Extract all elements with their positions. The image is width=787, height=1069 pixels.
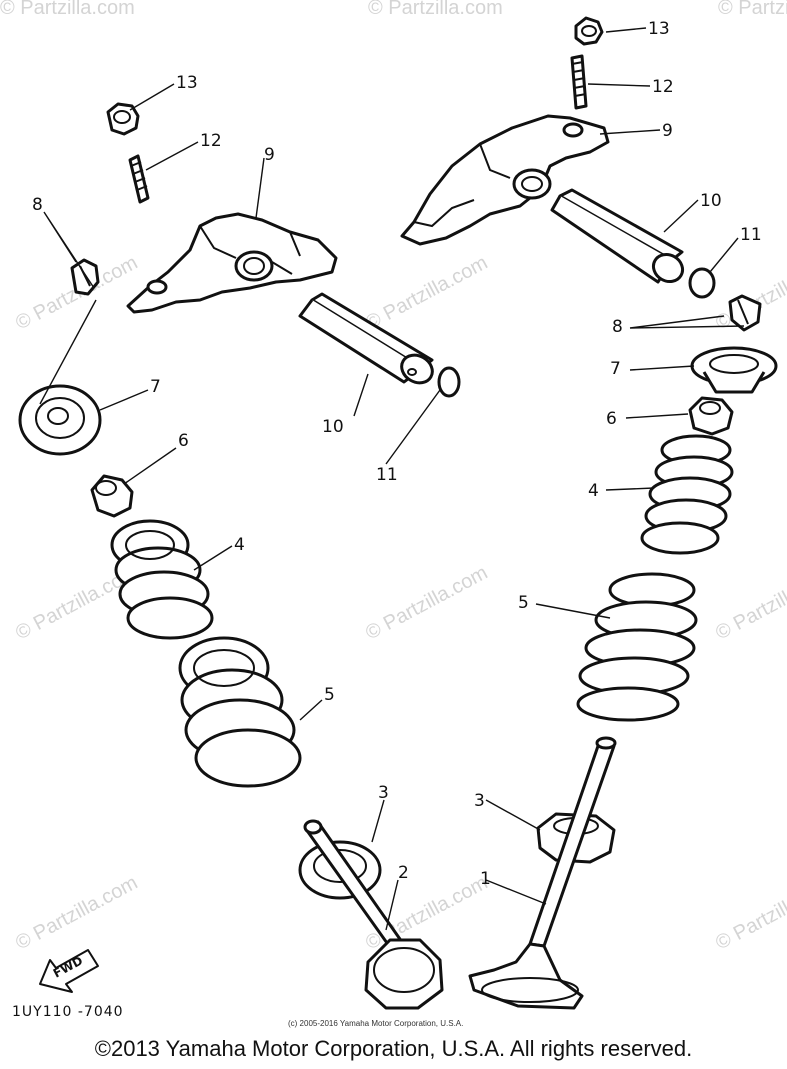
- callout-3-left: 3: [378, 783, 389, 803]
- callout-9-left: 9: [264, 145, 275, 165]
- watermark: © Partzilla.com: [362, 562, 491, 645]
- callout-6-left: 6: [178, 431, 189, 451]
- callout-6-right: 6: [606, 409, 617, 429]
- callout-5-right: 5: [518, 593, 529, 613]
- copyright-notice: ©2013 Yamaha Motor Corporation, U.S.A. A…: [94, 1036, 693, 1061]
- adjuster-screw-12-left[interactable]: [128, 154, 150, 204]
- watermark: © Partzilla.com: [0, 0, 135, 19]
- callout-11-right: 11: [740, 225, 762, 245]
- callout-9-right: 9: [662, 121, 673, 141]
- leader-lines: [39, 27, 745, 931]
- valve-stem-seal-6-left[interactable]: [90, 474, 134, 518]
- callout-4-left: 4: [234, 535, 245, 555]
- small-copyright: (c) 2005-2016 Yamaha Motor Corporation, …: [288, 1019, 463, 1028]
- intake-valve-2[interactable]: [303, 819, 444, 1010]
- callout-7-right: 7: [610, 359, 621, 379]
- watermark: © Partzilla.com: [718, 0, 787, 19]
- exhaust-valve-1[interactable]: [468, 736, 617, 1010]
- valve-cotter-8-left[interactable]: [70, 258, 100, 296]
- valve-spring-inner-4-left[interactable]: [110, 519, 214, 640]
- valve-cotter-8-right[interactable]: [728, 294, 762, 332]
- spring-retainer-7-left[interactable]: [18, 384, 102, 456]
- callout-13-left: 13: [176, 73, 198, 93]
- diagram-code: 1UY110 -7040: [12, 1004, 124, 1020]
- callout-7-left: 7: [150, 377, 161, 397]
- nut-13-right[interactable]: [574, 16, 604, 46]
- watermark: © Partzilla.com: [368, 0, 503, 19]
- watermark: © Partzilla.com: [12, 872, 141, 955]
- callout-2: 2: [398, 863, 409, 883]
- adjuster-screw-12-right[interactable]: [570, 54, 588, 110]
- callout-11-left: 11: [376, 465, 398, 485]
- watermark: © Partzilla.com: [712, 872, 787, 955]
- callout-3-right: 3: [474, 791, 485, 811]
- callout-8-left: 8: [32, 195, 43, 215]
- o-ring-11-left[interactable]: [437, 366, 461, 398]
- callout-1: 1: [480, 869, 491, 889]
- watermark: © Partzilla.com: [712, 562, 787, 645]
- valve-spring-outer-5-right[interactable]: [576, 572, 698, 722]
- valve-spring-outer-5-left[interactable]: [178, 636, 302, 788]
- watermark: © Partzilla.com: [362, 252, 491, 335]
- spring-retainer-7-right[interactable]: [690, 346, 778, 394]
- nut-13-left[interactable]: [106, 102, 140, 136]
- callout-10-left: 10: [322, 417, 344, 437]
- callout-4-right: 4: [588, 481, 599, 501]
- rocker-shaft-10-right[interactable]: [550, 188, 687, 287]
- valve-spring-inner-4-right[interactable]: [640, 434, 734, 555]
- callout-12-right: 12: [652, 77, 674, 97]
- callout-5-left: 5: [324, 685, 335, 705]
- rocker-arm-9-right[interactable]: [400, 114, 610, 246]
- o-ring-11-right[interactable]: [688, 267, 716, 299]
- callouts: 13 12 9 8 7 6 4 5 10 11 3 2 13 12 9 10 1…: [32, 19, 762, 889]
- callout-8-right: 8: [612, 317, 623, 337]
- rocker-arm-9-left[interactable]: [126, 212, 338, 314]
- callout-13-right: 13: [648, 19, 670, 39]
- callout-10-right: 10: [700, 191, 722, 211]
- rocker-shaft-10-left[interactable]: [298, 292, 437, 388]
- callout-12-left: 12: [200, 131, 222, 151]
- valve-stem-seal-6-right[interactable]: [688, 396, 734, 436]
- fwd-arrow-icon: FWD: [39, 949, 99, 993]
